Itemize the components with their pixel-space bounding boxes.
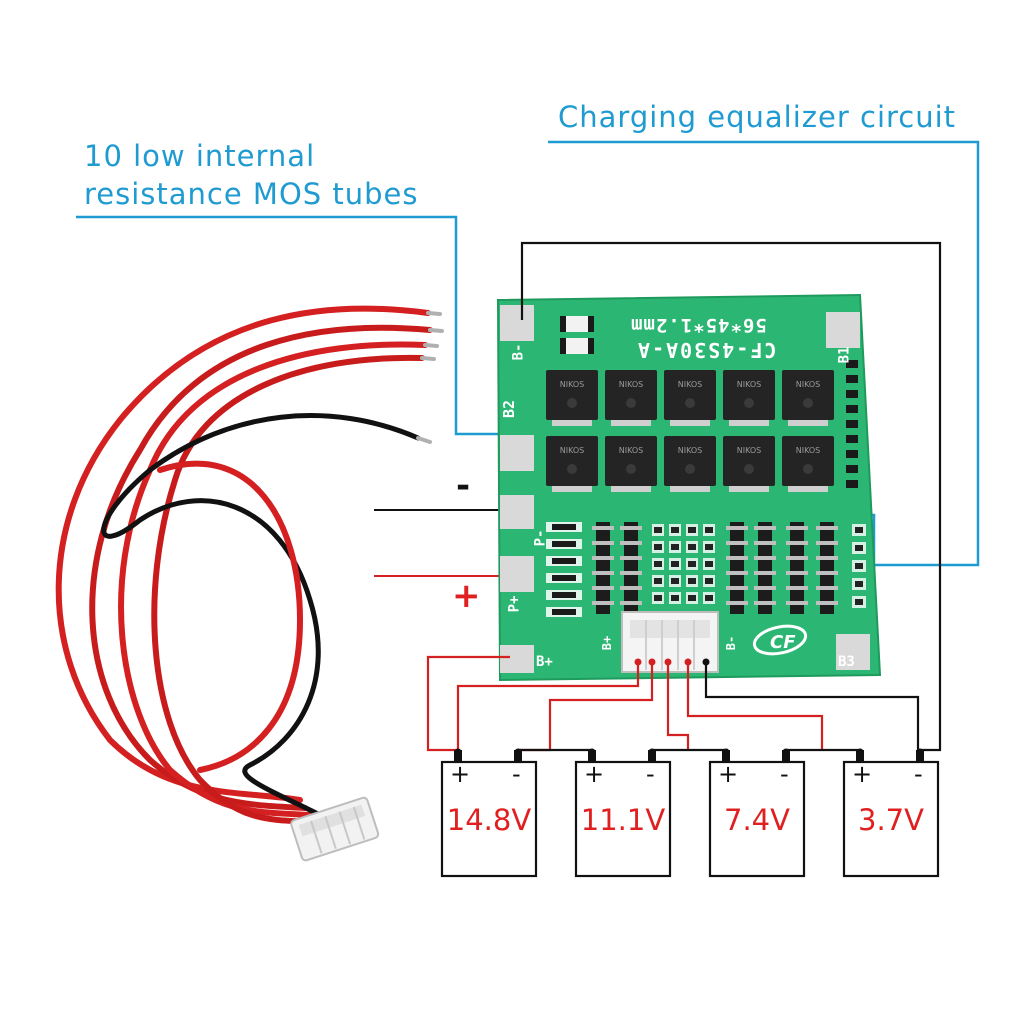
label-p-minus: P- [532, 529, 549, 547]
wire-tip-3 [423, 343, 439, 348]
battery-voltage-label: 3.7V [858, 803, 924, 837]
board-model-text: CF-4S30A-A [636, 338, 777, 362]
wire-red-loop [157, 460, 304, 773]
battery-cell [842, 748, 940, 878]
mos-leader [76, 215, 541, 436]
wire-conn-3 [666, 662, 690, 750]
svg-text:NIKOS: NIKOS [619, 380, 644, 389]
harness-connector [290, 796, 380, 862]
label-p-plus: P+ [506, 595, 523, 613]
battery-plus-terminal: + [718, 760, 739, 788]
battery-wiring [426, 241, 942, 752]
battery-voltage-label: 14.8V [446, 803, 532, 837]
equalizer-callout: Charging equalizer circuit [558, 100, 957, 134]
mos-callout-line2: resistance MOS tubes [84, 177, 419, 211]
label-b-minus: B- [510, 343, 527, 361]
positive-output-label: + [452, 576, 481, 616]
mosfet: NIKOS [723, 436, 775, 492]
mosfet: NIKOS [605, 370, 657, 426]
pad-p-plus [500, 556, 534, 592]
mosfet: NIKOS [782, 370, 834, 426]
battery-cell [574, 748, 672, 878]
wire-b-plus [426, 655, 510, 752]
board-size-text: 56*45*1.2mm [630, 314, 767, 336]
pad-b3 [836, 634, 870, 670]
mosfet: NIKOS [664, 370, 716, 426]
wire-black [101, 413, 421, 818]
pad-b-plus [500, 645, 534, 673]
negative-output-label: - [456, 466, 471, 506]
battery-cell [440, 748, 538, 878]
battery-minus-terminal: - [646, 760, 655, 788]
equalizer-components [546, 522, 866, 617]
svg-text:NIKOS: NIKOS [737, 446, 762, 455]
label-conn-b-plus: B+ [600, 635, 615, 651]
battery-plus-terminal: + [852, 760, 873, 788]
label-conn-b-minus: B- [724, 635, 739, 651]
svg-text:CF: CF [770, 632, 796, 653]
pad-b1 [826, 312, 860, 348]
label-b-plus: B+ [536, 654, 553, 670]
svg-text:NIKOS: NIKOS [796, 446, 821, 455]
svg-text:NIKOS: NIKOS [560, 380, 585, 389]
svg-text:NIKOS: NIKOS [737, 380, 762, 389]
label-b2: B2 [500, 399, 519, 419]
wire-b-minus [520, 241, 942, 752]
pad-b2 [500, 435, 534, 471]
battery-plus-terminal: + [450, 760, 471, 788]
pad-p-minus [500, 495, 534, 529]
mos-callout-line1: 10 low internal [84, 139, 316, 173]
wire-red-4 [151, 354, 425, 825]
mosfet: NIKOS [605, 436, 657, 492]
battery-pack [440, 748, 940, 878]
wire-conn-4 [686, 662, 824, 750]
svg-text:NIKOS: NIKOS [678, 446, 703, 455]
equalizer-leader [548, 140, 980, 567]
wire-tip-4 [420, 356, 436, 361]
battery-plus-terminal: + [584, 760, 605, 788]
mosfet: NIKOS [546, 370, 598, 426]
wire-conn-1 [456, 662, 640, 750]
pad-b-minus [500, 305, 534, 341]
battery-voltage-label: 7.4V [724, 803, 790, 837]
cf-logo-icon: CF [752, 624, 808, 656]
balance-wire-harness [55, 305, 444, 825]
svg-text:NIKOS: NIKOS [796, 380, 821, 389]
battery-minus-terminal: - [512, 760, 521, 788]
svg-text:NIKOS: NIKOS [560, 446, 585, 455]
wire-red-3 [118, 341, 428, 818]
wire-conn-5 [704, 662, 920, 750]
label-b1: B1 [836, 346, 853, 364]
wire-tip-2 [428, 328, 444, 333]
battery-voltage-label: 11.1V [580, 803, 666, 837]
mosfet: NIKOS [546, 436, 598, 492]
label-b3: B3 [838, 654, 855, 670]
mosfet: NIKOS [782, 436, 834, 492]
mosfet: NIKOS [664, 436, 716, 492]
mosfet: NIKOS [723, 370, 775, 426]
svg-text:NIKOS: NIKOS [678, 380, 703, 389]
battery-minus-terminal: - [780, 760, 789, 788]
wire-tip-1 [426, 311, 442, 316]
wire-tip-black [416, 436, 432, 444]
battery-cell [708, 748, 806, 878]
mosfet-array: NIKOS NIKOS NIKOS NIKOS NIKOS NIKOS NIKOS NIKOS… [546, 370, 834, 492]
battery-minus-terminal: - [914, 760, 923, 788]
wire-red-1 [55, 305, 431, 803]
mos-callout: 10 low internal resistance MOS tubes [84, 137, 419, 213]
svg-text:NIKOS: NIKOS [619, 446, 644, 455]
